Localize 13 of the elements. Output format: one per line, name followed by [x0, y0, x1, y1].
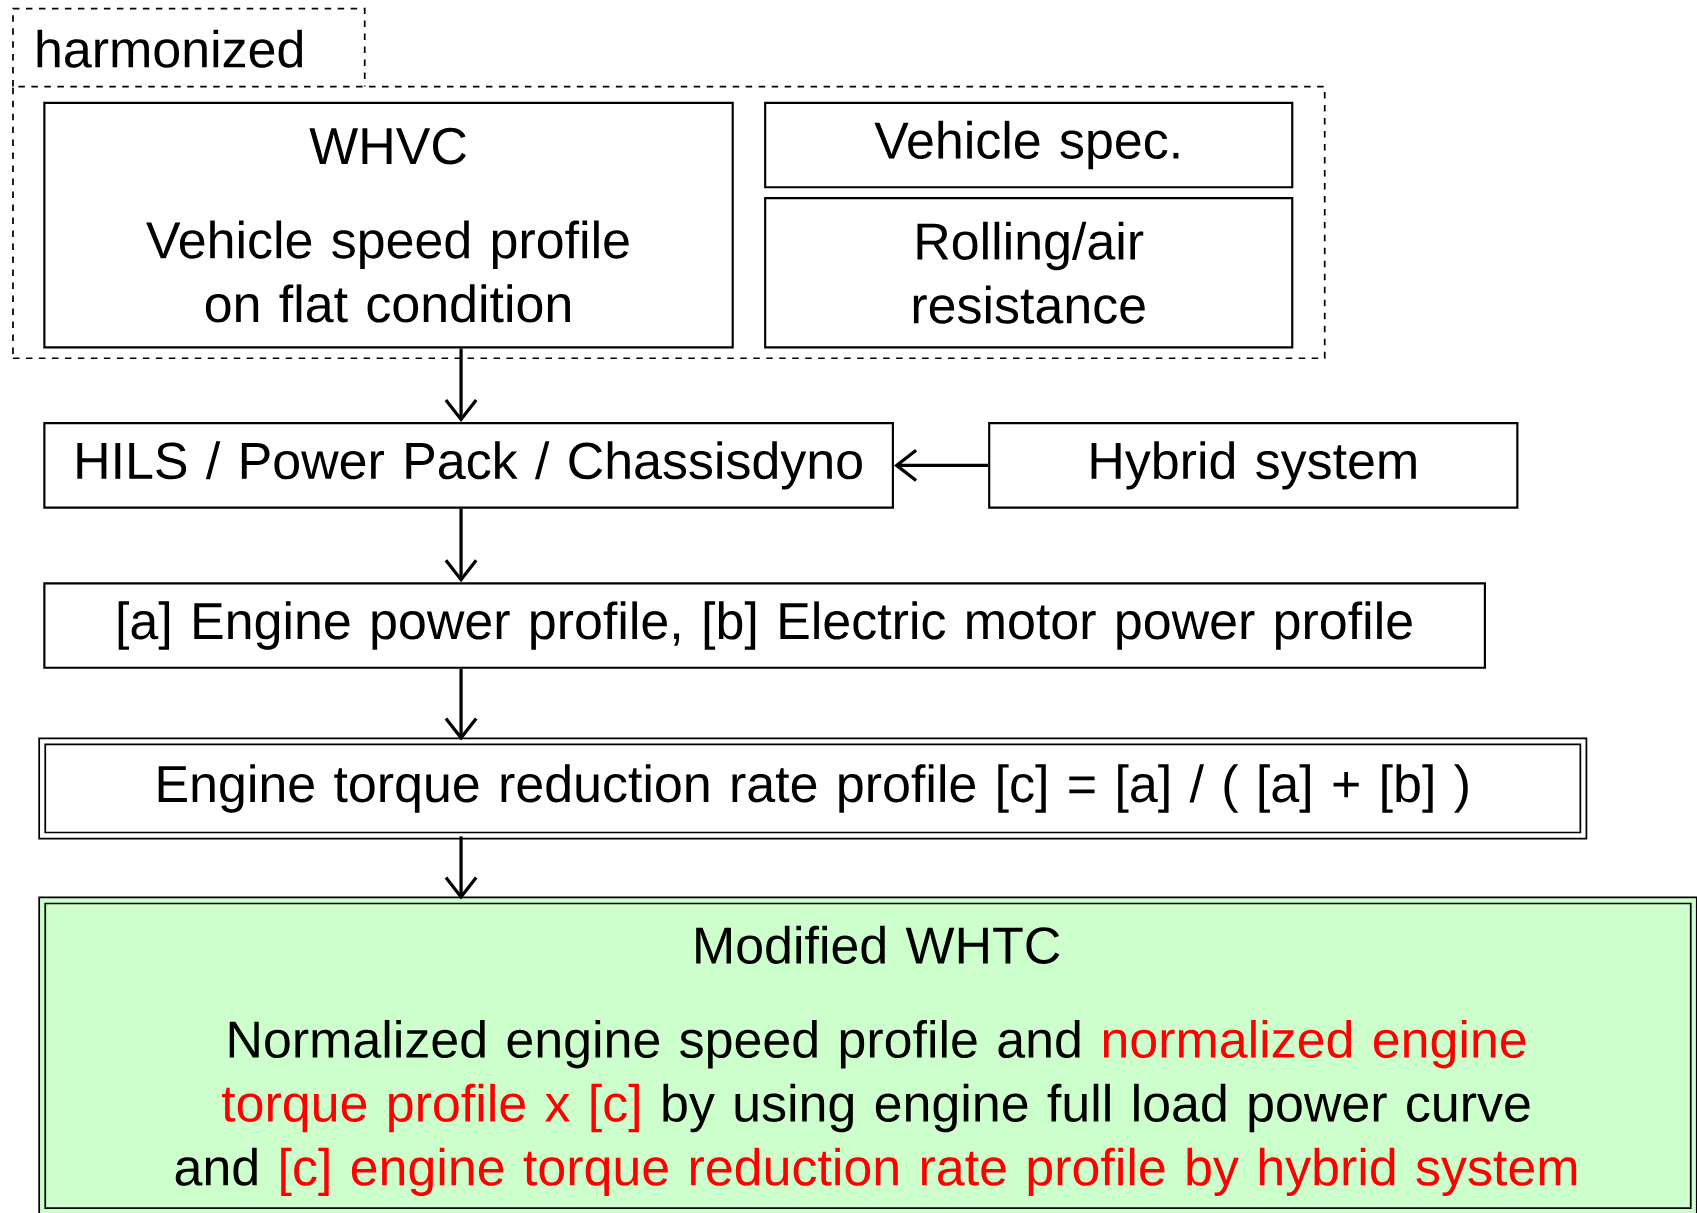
output-box: [a] Engine power profile, [b] Electric motor power profile — [43, 582, 1486, 669]
arrow — [444, 668, 478, 741]
arrow — [444, 348, 478, 422]
formula-box: Engine torque reduction rate profile [c] = [a] / ( [a] + [b] ) — [38, 737, 1588, 840]
input-box: Hybrid system — [988, 422, 1519, 509]
cycle-box: WHVC Vehicle speed profile on flat condition — [43, 101, 734, 349]
spec-box: Vehicle spec. — [764, 101, 1294, 189]
node-label: harmonized — [37, 29, 303, 68]
arrow — [893, 448, 989, 482]
spec-box: Rolling/air resistance — [764, 196, 1294, 349]
result-box: Modified WHTC Normalized engine speed profile and normalized engine torque profile x [c] by using engine full load power curve and [c] engine torque reduction rate profile by hybrid system — [38, 896, 1697, 1213]
arrow — [444, 508, 478, 583]
process-box: HILS / Power Pack / Chassisdyno — [43, 422, 894, 509]
